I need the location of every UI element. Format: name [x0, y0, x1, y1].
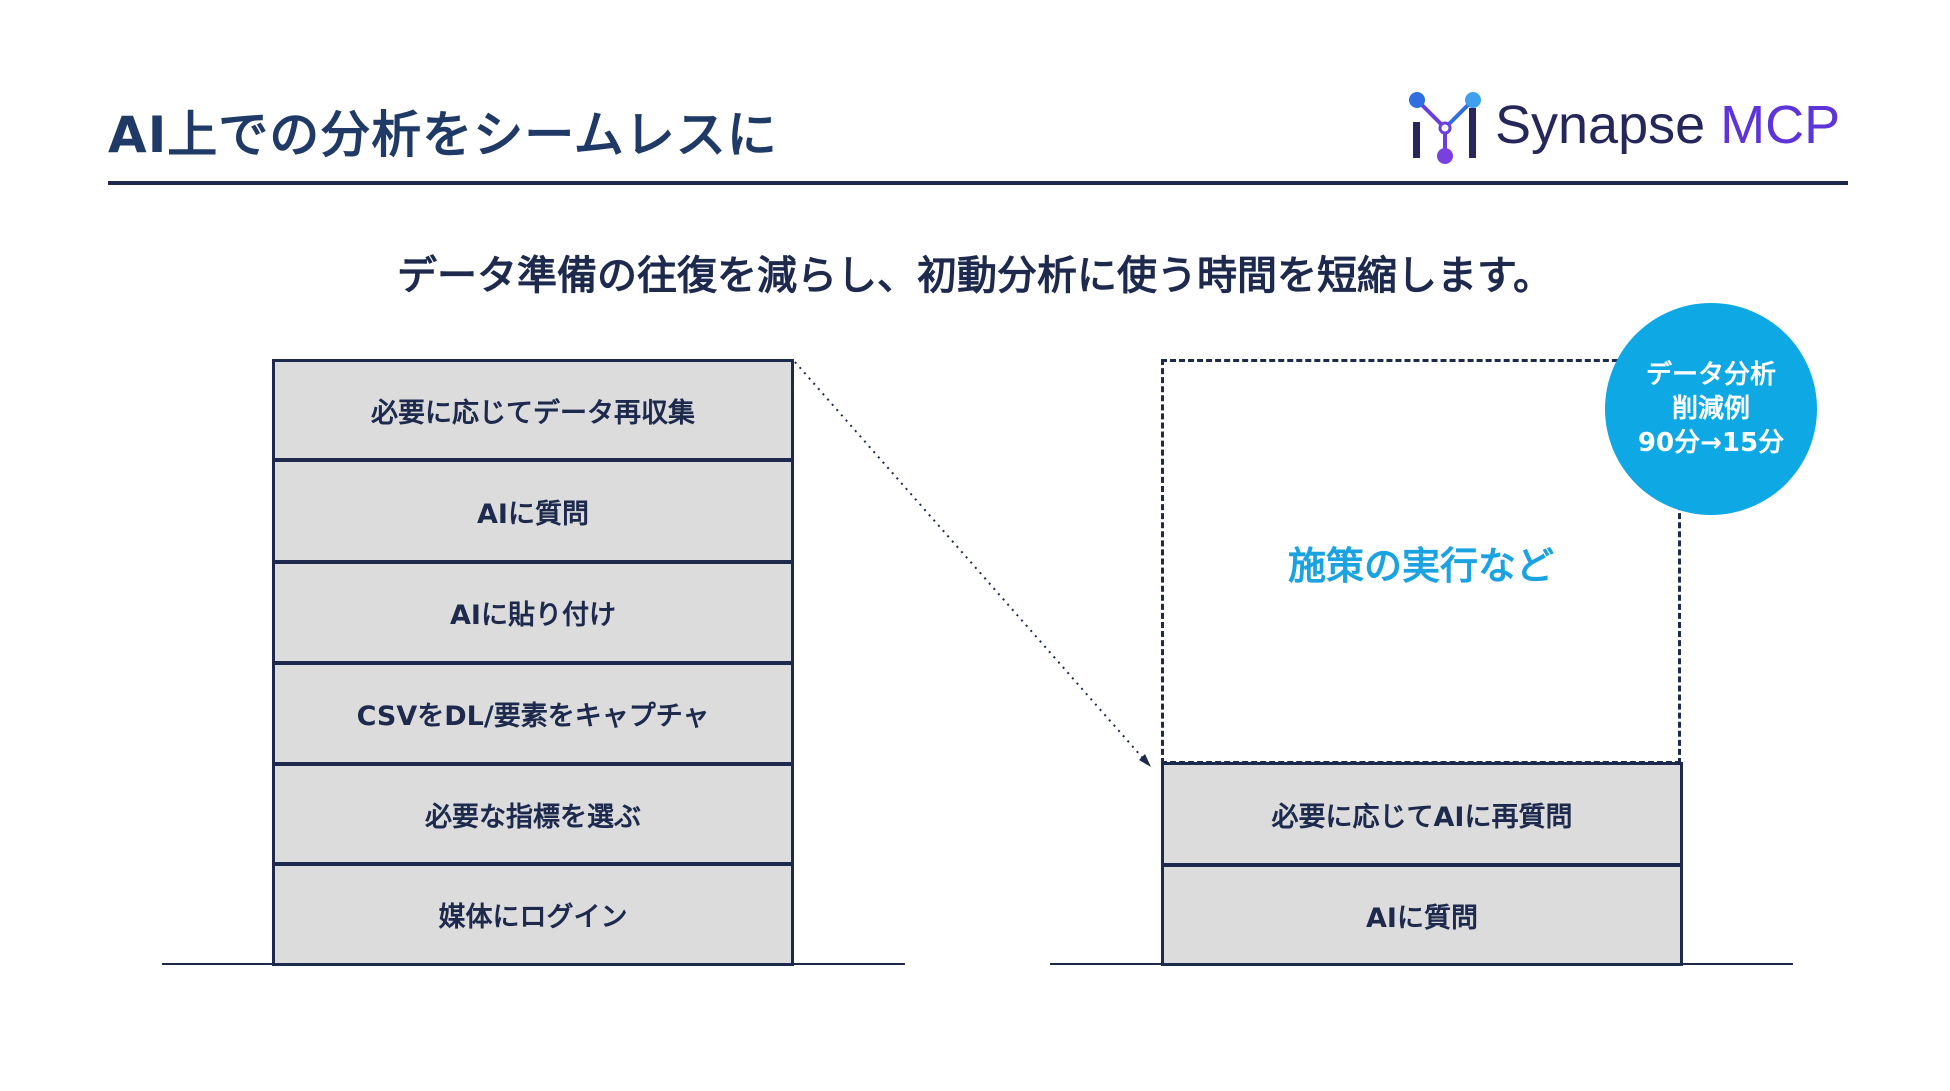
- before-step-select-metrics: 必要な指標を選ぶ: [272, 763, 794, 865]
- title-divider: [108, 181, 1848, 185]
- after-step-ask-ai: AIに質問: [1161, 864, 1683, 966]
- right-ground-line: [1050, 963, 1793, 965]
- before-step-login: 媒体にログイン: [272, 863, 794, 966]
- before-step-download-csv: CSVをDL/要素をキャプチャ: [272, 662, 794, 765]
- slide-title: AI上での分析をシームレスに: [108, 106, 778, 164]
- synapse-logo-icon: [1409, 92, 1481, 164]
- left-ground-line: [162, 963, 905, 965]
- logo-wordmark: Synapse MCP: [1495, 94, 1840, 156]
- freed-time-label: 施策の実行など: [1287, 544, 1554, 588]
- badge-line-1: データ分析: [1645, 360, 1776, 390]
- synapse-mcp-logo: Synapse MCP: [1405, 88, 1845, 168]
- after-step-reask-ai: 必要に応じてAIに再質問: [1161, 762, 1683, 866]
- badge-line-3: 90分→15分: [1637, 428, 1785, 458]
- before-step-ask-ai: AIに質問: [272, 459, 794, 563]
- before-step-paste-ai: AIに貼り付け: [272, 561, 794, 664]
- logo-name: Synapse: [1495, 95, 1706, 155]
- subtitle: データ準備の往復を減らし、初動分析に使う時間を短縮します。: [397, 253, 1553, 299]
- before-step-recollect: 必要に応じてデータ再収集: [272, 359, 794, 461]
- badge-line-2: 削減例: [1671, 394, 1750, 424]
- time-saving-badge: データ分析 削減例 90分→15分: [1605, 303, 1817, 515]
- logo-suffix: MCP: [1720, 95, 1841, 155]
